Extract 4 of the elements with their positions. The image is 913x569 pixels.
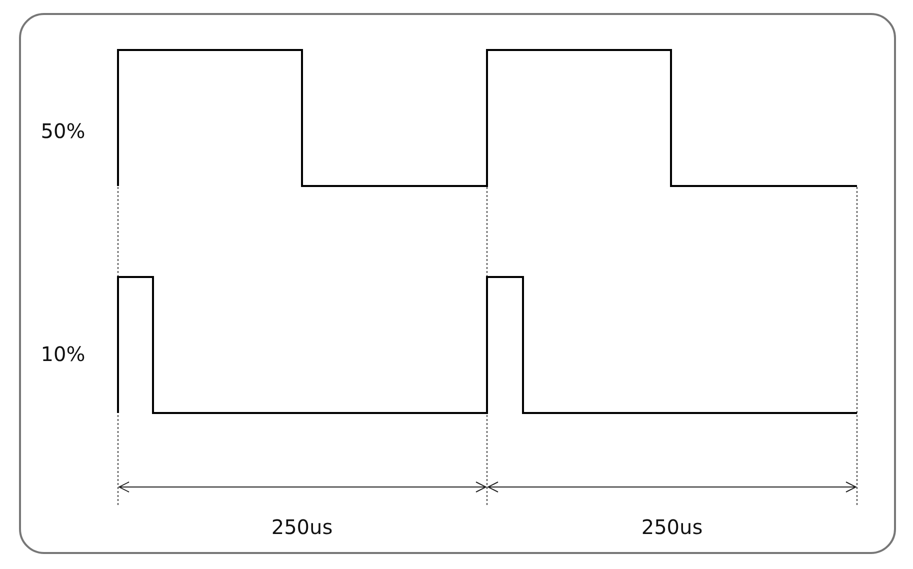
duty-cycle-label: 10%: [40, 342, 86, 366]
dimension-label: 250us: [271, 515, 333, 539]
duty-cycle-label: 50%: [40, 119, 86, 143]
dimension-label: 250us: [641, 515, 703, 539]
